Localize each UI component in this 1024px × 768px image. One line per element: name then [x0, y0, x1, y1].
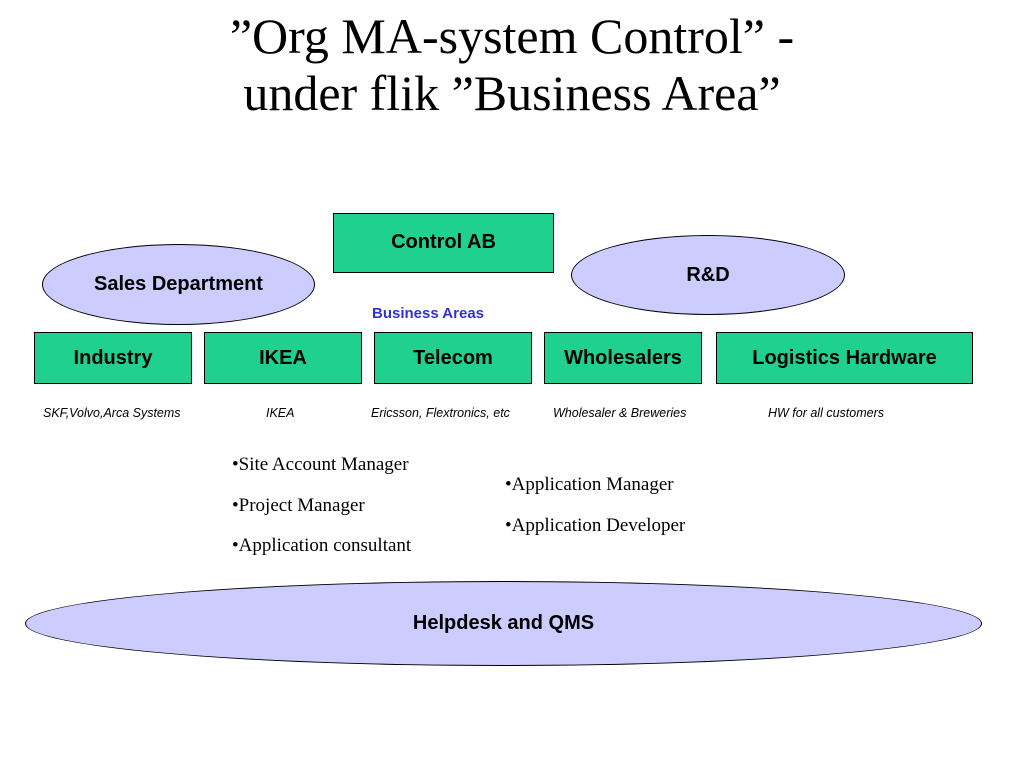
- business-area-ikea: IKEA: [204, 332, 362, 384]
- rnd-ellipse: R&D: [571, 235, 845, 315]
- sales-department-ellipse: Sales Department: [42, 244, 315, 325]
- list-item: •Site Account Manager: [232, 454, 409, 475]
- business-area-telecom: Telecom: [374, 332, 532, 384]
- title-line-2: under flik ”Business Area”: [243, 65, 781, 121]
- title-line-1: ”Org MA-system Control” -: [229, 8, 795, 64]
- industry-subtitle: SKF,Volvo,Arca Systems: [43, 406, 181, 420]
- business-area-logistics-hardware: Logistics Hardware: [716, 332, 973, 384]
- roles-list-left: •Site Account Manager •Project Manager •…: [232, 454, 411, 576]
- slide-title: ”Org MA-system Control” - under flik ”Bu…: [0, 8, 1024, 122]
- list-item: •Application consultant: [232, 535, 412, 556]
- list-item: •Application Developer: [505, 514, 686, 536]
- wholesalers-subtitle: Wholesaler & Breweries: [553, 406, 687, 420]
- list-item: •Project Manager: [232, 494, 365, 516]
- telecom-subtitle: Ericsson, Flextronics, etc: [371, 406, 510, 420]
- list-item: •Application Manager: [505, 474, 674, 495]
- business-areas-label: Business Areas: [372, 305, 485, 322]
- business-area-industry: Industry: [34, 332, 192, 384]
- logistics-hardware-subtitle: HW for all customers: [768, 406, 884, 420]
- helpdesk-qms-ellipse: Helpdesk and QMS: [25, 581, 982, 666]
- control-ab-box: Control AB: [333, 213, 554, 273]
- business-area-wholesalers: Wholesalers: [544, 332, 702, 384]
- roles-list-right: •Application Manager •Application Develo…: [505, 474, 685, 555]
- ikea-subtitle: IKEA: [266, 406, 295, 420]
